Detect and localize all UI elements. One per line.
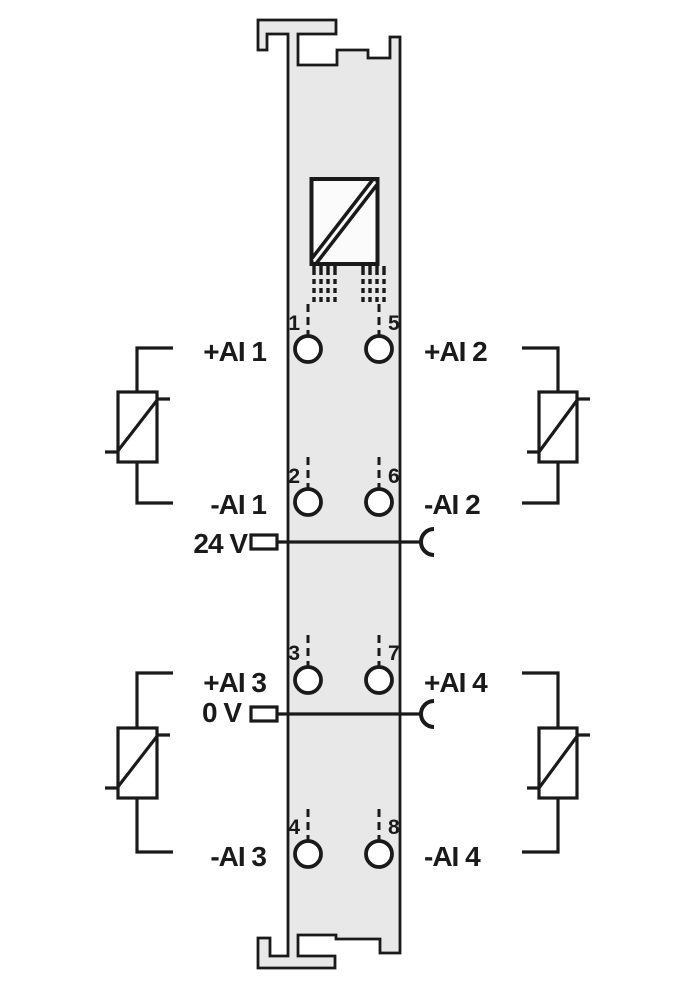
sensor-ai3-symbol xyxy=(105,671,173,854)
terminal-2: 2 xyxy=(288,457,323,517)
ad-converter-icon xyxy=(309,177,386,302)
channel-ai2-plus-label: +AI 2 xyxy=(424,336,487,367)
channel-ai3-plus-label: +AI 3 xyxy=(203,667,266,698)
supply-24v-clamp-icon xyxy=(419,527,435,557)
sensor-ai2-wire-minus xyxy=(522,462,560,505)
ground-0v-plug-icon xyxy=(249,705,279,723)
terminal-7-number: 7 xyxy=(388,642,400,665)
terminal-8-number: 8 xyxy=(388,816,400,839)
sensor-ai1-wire-plus xyxy=(135,346,173,392)
ribbon-cable-icon xyxy=(312,266,386,302)
terminal-7-contact xyxy=(364,665,394,695)
supply-24v-plug-icon xyxy=(249,533,279,551)
terminal-3: 3 xyxy=(288,635,323,695)
channel-ai4-plus-label: +AI 4 xyxy=(424,667,488,698)
terminal-2-contact xyxy=(293,487,323,517)
sensor-ai4-variable-stroke xyxy=(527,733,590,790)
channel-ai4-minus-label: -AI 4 xyxy=(424,841,481,872)
sensor-ai1-wire-minus xyxy=(135,462,173,505)
terminal-4-contact xyxy=(293,839,323,869)
channel-ai1-minus-label: -AI 1 xyxy=(210,489,266,520)
terminal-1-contact xyxy=(293,334,323,364)
terminal-3-number: 3 xyxy=(288,642,300,665)
terminal-4-number: 4 xyxy=(288,816,300,839)
sensor-ai2-symbol xyxy=(522,346,590,505)
sensor-ai3-variable-stroke xyxy=(105,733,170,790)
ground-0v-clamp-icon xyxy=(419,699,435,729)
supply-24v-label: 24 V xyxy=(193,528,248,559)
sensor-ai2-wire-plus xyxy=(522,346,560,392)
supply-24v-rail: 24 V xyxy=(193,527,435,559)
terminal-1-number: 1 xyxy=(288,312,300,335)
ground-0v-rail: 0 V xyxy=(202,697,435,729)
channel-ai1-plus-label: +AI 1 xyxy=(203,336,266,367)
ground-0v-label: 0 V xyxy=(202,697,242,728)
sensor-ai1-variable-stroke xyxy=(105,397,170,454)
terminal-4: 4 xyxy=(288,809,323,869)
sensor-ai2-variable-stroke xyxy=(527,397,590,454)
terminal-2-number: 2 xyxy=(288,465,300,488)
terminal-6-contact xyxy=(364,487,394,517)
channel-ai2-minus-label: -AI 2 xyxy=(424,489,480,520)
terminal-1: 1 xyxy=(288,304,323,364)
terminal-7: 7 xyxy=(364,635,400,695)
sensor-ai1-symbol xyxy=(105,346,173,505)
channel-ai3-minus-label: -AI 3 xyxy=(210,841,266,872)
converter-diagonal-gap xyxy=(312,181,377,262)
sensor-ai3-wire-plus xyxy=(135,671,173,728)
sensor-ai4-wire-minus xyxy=(522,798,560,854)
terminal-8: 8 xyxy=(364,809,400,869)
terminal-6: 6 xyxy=(364,457,400,517)
sensor-ai4-symbol xyxy=(522,671,590,854)
terminal-3-contact xyxy=(293,665,323,695)
terminal-8-contact xyxy=(364,839,394,869)
sensor-ai4-wire-plus xyxy=(522,671,560,728)
terminal-6-number: 6 xyxy=(388,465,400,488)
terminal-5-contact xyxy=(364,334,394,364)
terminal-5: 5 xyxy=(364,304,400,364)
terminal-5-number: 5 xyxy=(388,312,400,335)
sensor-ai3-wire-minus xyxy=(135,798,173,854)
